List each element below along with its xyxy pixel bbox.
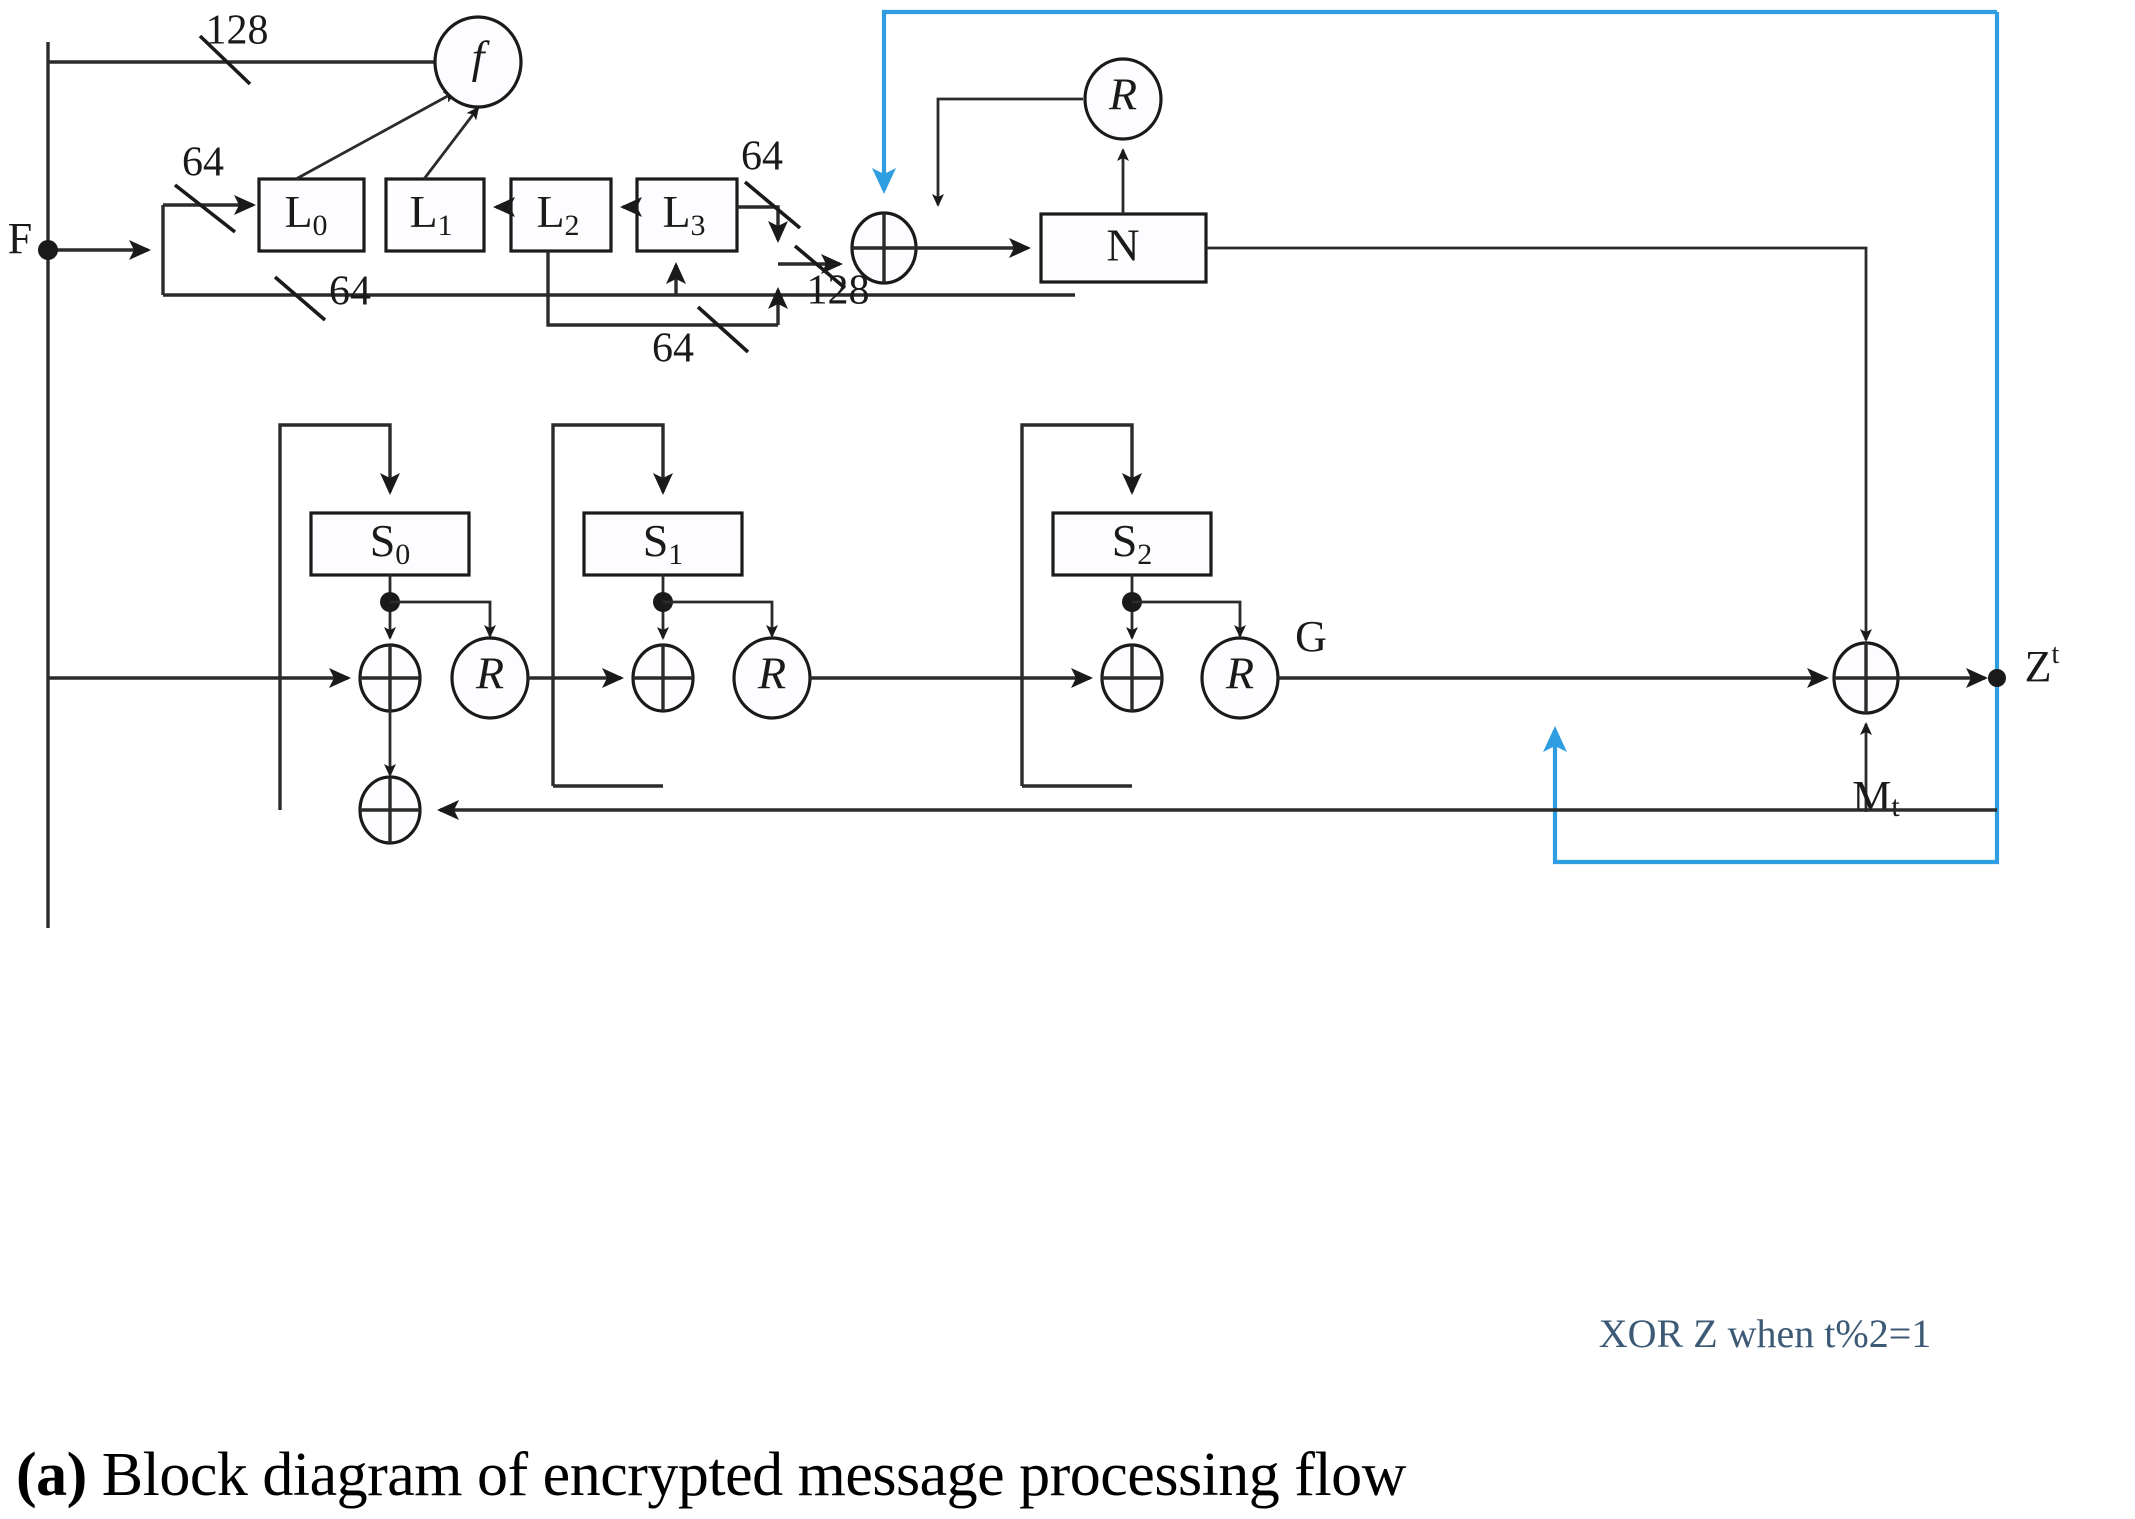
function-R-stage2-label: R [1225, 648, 1254, 699]
wire-S2-tap [1122, 575, 1246, 640]
block-N-label: N [1106, 220, 1139, 271]
wire-stage2-loop [1020, 423, 1142, 786]
wire-128-to-xor [778, 244, 847, 290]
label-bitwidth-feedback-64: 64 [329, 269, 371, 315]
label-Zt: Zt [2025, 639, 2060, 691]
wire-F-input [38, 240, 151, 260]
wire-L3-out-64 [737, 180, 802, 243]
caption-text: Block diagram of encrypted message proce… [86, 1441, 1407, 1509]
label-Mt: Mt [1852, 772, 1900, 823]
xor-nfsr-input [850, 211, 918, 285]
wire-S0-tap [380, 575, 496, 640]
block-S1 [582, 511, 744, 577]
block-S0-label: S0 [370, 515, 411, 571]
wire-L2-feedback [546, 251, 788, 354]
xor-output [1832, 641, 1900, 715]
block-S2 [1051, 511, 1213, 577]
label-bitwidth-top-128: 128 [206, 8, 269, 54]
label-bitwidth-xor-in-128: 128 [807, 268, 870, 314]
block-L1 [384, 177, 486, 253]
function-R-nfsr-label: R [1108, 69, 1137, 120]
blue-feedback-top [872, 9, 1997, 194]
figure-caption: (a) Block diagram of encrypted message p… [0, 1440, 2135, 1511]
label-input-F: F [8, 214, 32, 263]
wire-S1-tap [653, 575, 778, 640]
block-L1-label: L1 [409, 186, 452, 242]
wire-stage0-loop [278, 423, 400, 810]
function-R-nfsr-circle [1083, 57, 1163, 141]
label-bitwidth-lfsr-in-64: 64 [182, 140, 224, 186]
wire-F-to-f [48, 34, 440, 86]
wire-stage1-loop [551, 423, 673, 786]
function-R-stage0-label: R [475, 648, 504, 699]
wire-L0-to-f [295, 90, 457, 181]
wire-output-Zt [1898, 668, 2006, 688]
block-L0-label: L0 [284, 186, 327, 242]
block-L3-label: L3 [662, 186, 705, 242]
label-bitwidth-lfsr-out-64: 64 [741, 134, 783, 180]
function-R-stage1-label: R [757, 648, 786, 699]
block-L2-label: L2 [536, 186, 579, 242]
xor-stage1 [631, 643, 695, 713]
function-f-circle [433, 15, 523, 109]
xor-stage2 [1100, 643, 1164, 713]
blue-feedback-right-bottom [1543, 12, 2000, 865]
annotation-blue-note: XOR Z when t%2=1 [1599, 1311, 1932, 1356]
label-bitwidth-l2-feedback-64: 64 [652, 326, 694, 372]
wire-N-output-to-output-xor [1206, 246, 1872, 642]
block-L2 [509, 177, 613, 253]
block-L0 [257, 177, 366, 253]
block-S1-label: S1 [643, 515, 684, 571]
block-L3 [635, 177, 739, 253]
wire-lfsr-split-bracket [161, 183, 1075, 322]
block-S0 [309, 511, 471, 577]
label-G: G [1295, 612, 1327, 661]
block-N [1039, 212, 1208, 284]
block-S2-label: S2 [1112, 515, 1153, 571]
wire-R-to-xor-nfsr [932, 97, 1083, 207]
xor-feedback [358, 775, 422, 845]
wire-L1-to-f [422, 106, 480, 180]
caption-prefix: (a) [16, 1441, 87, 1509]
xor-stage0 [358, 643, 422, 713]
